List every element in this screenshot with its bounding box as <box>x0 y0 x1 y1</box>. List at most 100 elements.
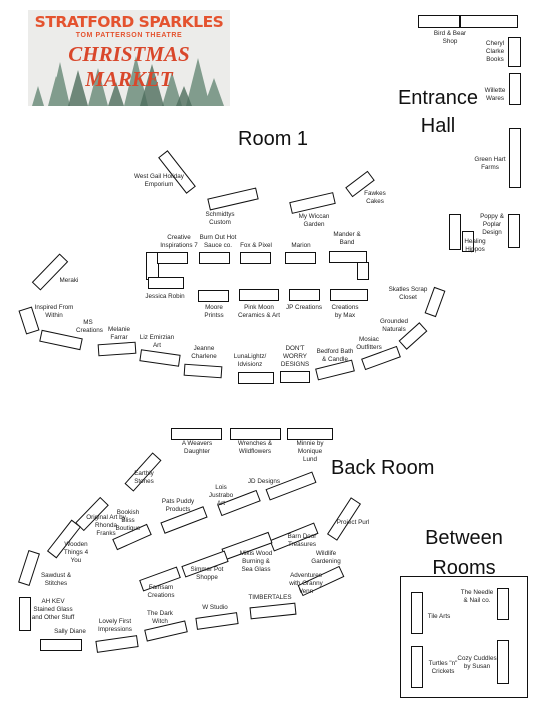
vendor-label: The Needle & Nail co. <box>460 589 494 604</box>
vendor-label: Healing Hippos <box>464 238 486 253</box>
banner-subtitle: TOM PATTERSON THEATRE <box>75 32 183 39</box>
banner-title: STRATFORD SPARKLES <box>34 13 224 31</box>
vendor-table <box>280 371 310 383</box>
pine-trees-illustration <box>32 56 224 106</box>
vendor-label: Original Art by Rhonda Franks <box>86 514 126 537</box>
entrance-hall-title: Entrance Hall <box>397 87 479 137</box>
vendor-label: Wooden Things 4 You <box>63 541 89 564</box>
vendor-table <box>509 73 521 105</box>
vendor-label: Lovely First Impressions <box>98 618 132 633</box>
vendor-table <box>148 277 184 289</box>
between-rooms-title: Between Rooms <box>425 527 503 579</box>
vendor-table <box>171 428 222 440</box>
vendor-table <box>230 428 281 440</box>
vendor-label: Cheryl Clarke Books <box>485 40 505 63</box>
vendor-table <box>289 192 336 214</box>
vendor-label: Tile Arts <box>427 613 451 620</box>
vendor-label: Simmer Pot Shoppe <box>190 566 224 581</box>
vendor-label: Green Hart Farms <box>474 156 506 171</box>
vendor-label: Bookish Bliss Boutique <box>115 509 141 532</box>
vendor-table <box>418 15 460 28</box>
vendor-table <box>97 341 137 357</box>
vendor-label: Barn Door Treasures <box>287 533 317 548</box>
vendor-label: Willette Wares <box>484 87 506 102</box>
vendor-label: Grounded Naturals <box>379 318 408 333</box>
vendor-label: Burn Out Hot Sauce co. <box>199 234 237 249</box>
vendor-label: Moore Printss <box>204 304 224 319</box>
vendor-label: Marion <box>291 242 311 249</box>
vendor-label: Adventures with Granny Venn <box>289 572 323 595</box>
vendor-table <box>239 289 279 301</box>
vendor-table <box>411 592 423 634</box>
vendor-label: Schmidtys Custom <box>205 211 235 226</box>
vendor-table <box>249 602 297 620</box>
vendor-label: DON'T WORRY DESIGNS <box>280 345 310 368</box>
vendor-table <box>287 428 333 440</box>
vendor-label: Fox & Pixel <box>240 242 272 249</box>
vendor-table <box>411 646 423 688</box>
vendor-label: Sally Diane <box>54 628 86 635</box>
vendor-label: Inspired From Within <box>34 304 74 319</box>
vendor-label: Meraki <box>59 277 79 284</box>
vendor-table <box>285 252 316 264</box>
vendor-label: Famsam Creations <box>147 584 175 599</box>
vendor-table <box>207 187 259 211</box>
vendor-label: Skatles Scrap Closet <box>388 286 428 301</box>
vendor-table <box>497 640 509 684</box>
vendor-label: A Weavers Daughter <box>181 440 213 455</box>
market-banner: STRATFORD SPARKLES TOM PATTERSON THEATRE… <box>28 10 230 106</box>
vendor-label: Bird & Bear Shop <box>433 30 467 45</box>
vendor-label: The Dark Witch <box>147 610 173 625</box>
vendor-label: Mander & Band <box>333 231 361 246</box>
vendor-table <box>329 251 367 263</box>
vendor-label: Pink Moon Ceramics & Art <box>238 304 280 319</box>
vendor-table <box>238 372 274 384</box>
banner-script-title: CHRISTMAS MARKET <box>68 42 190 91</box>
vendor-label: JD Designs <box>247 478 281 485</box>
vendor-label: Pats Puddy Products <box>161 498 195 513</box>
vendor-label: AH KEV Stained Glass and Other Stuff <box>31 598 75 621</box>
vendor-label: LunaLightz/ Idvisionz <box>233 353 267 368</box>
vendor-table <box>139 349 181 367</box>
vendor-label: Mikis Wood Burning & Sea Glass <box>239 550 273 573</box>
vendor-label: Creative Inspirations 7 <box>160 234 198 249</box>
vendor-label: Cozy Cuddles by Susan <box>457 655 497 670</box>
vendor-label: Minnie by Monique Lund <box>296 440 324 463</box>
vendor-table <box>460 15 518 28</box>
vendor-table <box>497 588 509 620</box>
between-rooms-area <box>400 576 528 698</box>
vendor-table <box>289 289 320 301</box>
vendor-label: Jessica Robin <box>145 293 185 300</box>
vendor-label: Liz Emirzian Art <box>139 334 175 349</box>
vendor-label: Poppy & Poplar Design <box>480 213 504 236</box>
vendor-table <box>509 128 521 188</box>
vendor-table <box>19 597 31 631</box>
vendor-table <box>157 252 188 264</box>
vendor-label: Lois Justrabo Art <box>208 484 234 507</box>
vendor-table <box>198 290 229 302</box>
vendor-label: Creations by Max <box>331 304 359 319</box>
vendor-label: Project Purl <box>336 519 370 526</box>
vendor-label: West Gail Holiday Emporium <box>134 173 184 188</box>
vendor-label: Turtles "n" Crickets <box>428 660 458 675</box>
vendor-table <box>508 214 520 248</box>
vendor-label: MS Creations <box>76 319 103 334</box>
vendor-label: JP Creations <box>286 304 322 311</box>
vendor-label: Wrenches & Wildflowers <box>237 440 273 455</box>
vendor-label: Sawdust & Stitches <box>40 572 72 587</box>
vendor-table <box>199 252 230 264</box>
room-1-title: Room 1 <box>238 128 309 150</box>
vendor-table <box>462 231 474 252</box>
vendor-label: My Wiccan Garden <box>298 213 330 228</box>
vendor-label: Mosiac Outfitters <box>356 336 382 351</box>
vendor-label: Wildlife Gardening <box>311 550 341 565</box>
vendor-table <box>330 289 368 301</box>
vendor-table <box>40 639 82 651</box>
vendor-table <box>357 262 369 280</box>
vendor-table <box>18 549 40 587</box>
vendor-table <box>265 471 317 501</box>
vendor-table <box>195 612 239 630</box>
vendor-label: TIMBERTALES <box>248 594 292 601</box>
vendor-table <box>449 214 461 250</box>
vendor-table <box>508 37 521 67</box>
